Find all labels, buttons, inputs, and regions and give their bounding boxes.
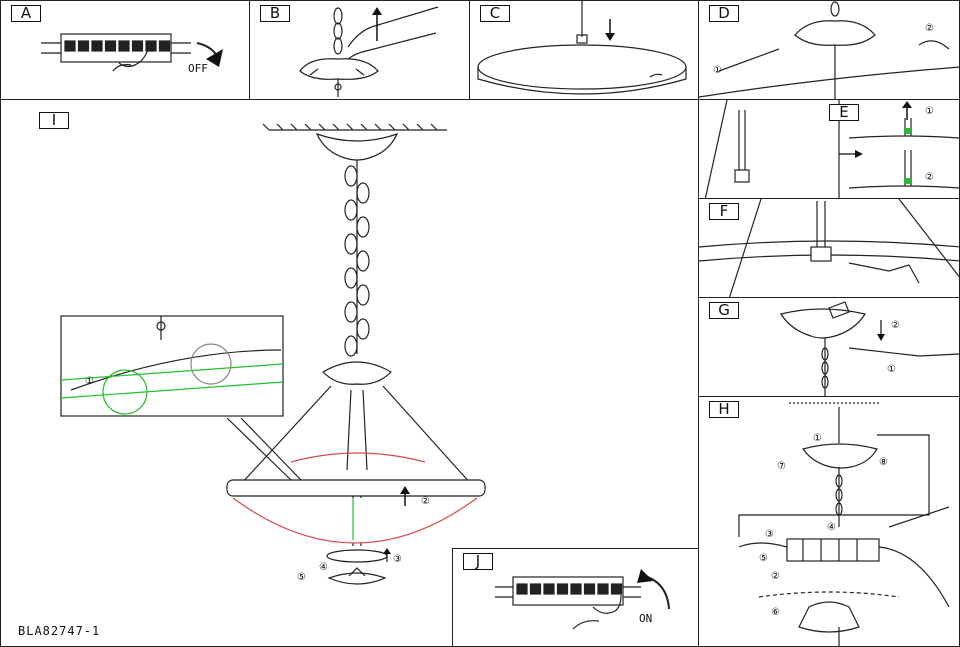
marker-8-h: ⑧ <box>879 457 888 468</box>
marker-2-g: ② <box>891 320 900 331</box>
marker-2-h: ② <box>771 571 780 582</box>
panel-j: J ON <box>452 548 699 647</box>
terminal-cell <box>158 40 171 52</box>
panel-g-label: G <box>709 302 739 319</box>
off-text: OFF <box>188 62 208 75</box>
terminal-cell <box>118 40 130 52</box>
marker-6-h: ⑥ <box>771 607 780 618</box>
chain-link <box>344 267 358 289</box>
panel-f-label: F <box>709 203 739 220</box>
marker-7-h: ⑦ <box>777 461 786 472</box>
panel-b-label: B <box>260 5 290 22</box>
panel-i-label: I <box>39 112 69 129</box>
chain-link <box>356 250 370 272</box>
terminal-block-off-drawing <box>41 33 223 72</box>
panel-h: H ① ⑧ ⑦ ③ ④ ⑤ <box>698 396 960 647</box>
panel-c: C <box>469 0 699 100</box>
marker-1-i: ① <box>85 376 94 387</box>
panel-h-label: H <box>709 401 739 418</box>
panel-a: A OFF <box>0 0 250 100</box>
marker-3-h: ③ <box>765 529 774 540</box>
marker-1: ① <box>713 65 722 76</box>
marker-1-e: ① <box>925 106 934 117</box>
terminal-cell <box>570 583 582 595</box>
marker-5-i: ⑤ <box>297 572 306 583</box>
terminal-cell <box>516 583 528 595</box>
panel-d: D ① ② <box>698 0 960 100</box>
panel-e-label: E <box>829 104 859 121</box>
canopy-wiring-drawing: ② ① <box>780 301 959 396</box>
terminal-cell <box>610 583 623 595</box>
marker-2-e: ② <box>925 172 934 183</box>
terminal-cell <box>543 583 555 595</box>
canopy-release-drawing <box>299 6 439 97</box>
panel-e: E ① ② <box>698 99 960 199</box>
panel-f: F <box>698 198 960 298</box>
marker-2: ② <box>925 23 934 34</box>
terminal-cell <box>64 40 76 52</box>
terminal-cell <box>583 583 596 595</box>
terminal-cell <box>529 583 542 595</box>
marker-1-h: ① <box>813 433 822 444</box>
electrical-connection-drawing: ① ⑧ ⑦ ③ ④ ⑤ ② ⑥ <box>738 402 950 646</box>
terminal-cell <box>597 583 609 595</box>
marker-1-g: ① <box>887 364 896 375</box>
model-code: BLA82747-1 <box>18 624 101 638</box>
terminal-cell <box>104 40 117 52</box>
on-text: ON <box>639 612 653 625</box>
chain-link <box>344 335 358 357</box>
marker-4-h: ④ <box>827 522 836 533</box>
chain-link <box>356 318 370 340</box>
chain-link <box>344 301 358 323</box>
terminal-cell <box>556 583 569 595</box>
chain-link <box>344 199 358 221</box>
chain-link <box>356 284 370 306</box>
panel-g: G ② ① <box>698 297 960 397</box>
glass-bowl-lower-drawing <box>477 1 687 95</box>
chain-link <box>356 216 370 238</box>
chain-link <box>344 165 358 187</box>
terminal-cell <box>131 40 144 52</box>
panel-j-label: J <box>463 553 493 570</box>
canopy-screws-drawing: ① ② <box>699 1 959 99</box>
marker-4-i: ④ <box>319 562 328 573</box>
terminal-cell <box>91 40 103 52</box>
panel-a-label: A <box>11 5 41 22</box>
chain-link <box>344 233 358 255</box>
panel-d-label: D <box>709 5 739 22</box>
pendant-assembly-drawing: ① ② ③ ④ ⑤ <box>60 123 486 585</box>
marker-5-h: ⑤ <box>759 553 768 564</box>
rod-screw-drawing <box>699 199 959 297</box>
terminal-block-on-drawing <box>495 569 670 630</box>
marker-3-i: ③ <box>393 554 402 565</box>
chain-link <box>356 182 370 204</box>
panel-b: B <box>249 0 470 100</box>
panel-c-label: C <box>480 5 510 22</box>
terminal-cell <box>77 40 90 52</box>
marker-2-i: ② <box>421 496 430 507</box>
